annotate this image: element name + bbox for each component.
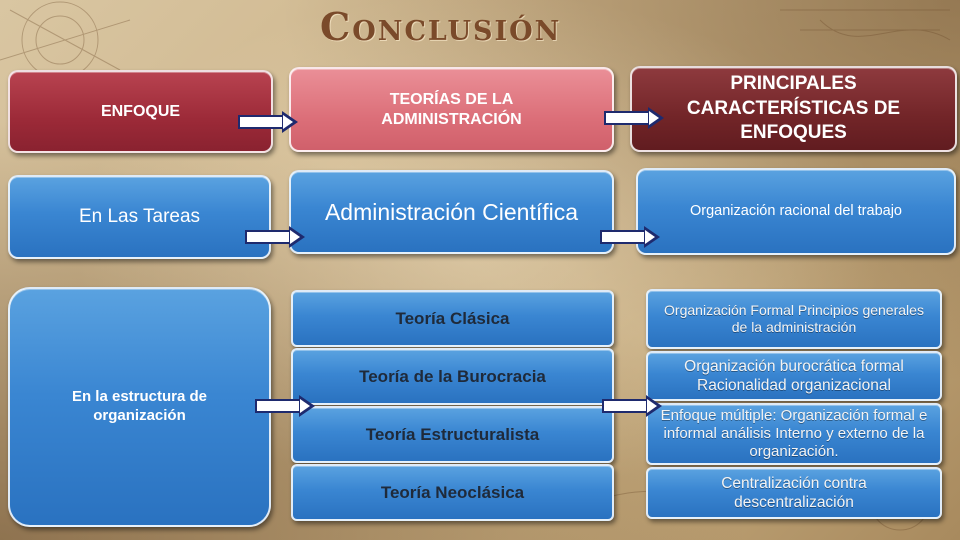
teoria-neoclasica: Teoría Neoclásica (291, 464, 614, 521)
arrow-right-icon (600, 226, 660, 248)
page-title: Conclusión (320, 4, 562, 49)
caracteristica-centralizacion-label: Centralización contra descentralización (721, 474, 867, 511)
teoria-clasica: Teoría Clásica (291, 290, 614, 347)
teoria-clasica-label: Teoría Clásica (395, 308, 510, 328)
caracteristica-organizacion-racional: Organización racional del trabajo (636, 168, 956, 255)
enfoque-tareas: En Las Tareas (8, 175, 271, 259)
enfoque-tareas-label: En Las Tareas (78, 206, 201, 228)
teoria-administracion-cientifica: Administración Científica (289, 170, 614, 254)
enfoque-estructura-label: En la estructura de organización (71, 388, 208, 424)
caracteristica-enfoque-multiple: Enfoque múltiple: Organización formal e … (646, 403, 942, 465)
header-caracteristicas-label: PRINCIPALES CARACTERÍSTICAS DE ENFOQUES (686, 72, 901, 144)
arrow-right-icon (245, 226, 305, 248)
arrow-right-icon (255, 395, 315, 417)
header-teorias: TEORÍAS DE LA ADMINISTRACIÓN (289, 67, 614, 152)
caracteristica-centralizacion: Centralización contra descentralización (646, 467, 942, 519)
header-caracteristicas: PRINCIPALES CARACTERÍSTICAS DE ENFOQUES (630, 66, 957, 152)
caracteristica-enfoque-multiple-label: Enfoque múltiple: Organización formal e … (660, 407, 928, 460)
header-enfoque: ENFOQUE (8, 70, 273, 153)
teoria-burocracia-label: Teoría de la Burocracia (359, 366, 546, 386)
arrow-right-icon (238, 111, 298, 133)
header-teorias-label: TEORÍAS DE LA ADMINISTRACIÓN (381, 90, 522, 128)
teoria-burocracia: Teoría de la Burocracia (291, 348, 614, 405)
arrow-right-icon (604, 107, 664, 129)
caracteristica-organizacion-racional-label: Organización racional del trabajo (690, 203, 902, 220)
enfoque-estructura: En la estructura de organización (8, 287, 271, 527)
teoria-administracion-cientifica-label: Administración Científica (324, 198, 579, 225)
teoria-neoclasica-label: Teoría Neoclásica (380, 482, 525, 502)
caracteristica-burocratica-label: Organización burocrática formal Racional… (684, 357, 904, 394)
caracteristica-burocratica: Organización burocrática formal Racional… (646, 351, 942, 401)
arrow-right-icon (602, 395, 662, 417)
caracteristica-organizacion-formal: Organización Formal Principios generales… (646, 289, 942, 349)
caracteristica-organizacion-formal-label: Organización Formal Principios generales… (664, 301, 924, 336)
teoria-estructuralista-label: Teoría Estructuralista (365, 424, 540, 444)
header-enfoque-label: ENFOQUE (100, 102, 181, 120)
teoria-estructuralista: Teoría Estructuralista (291, 406, 614, 463)
